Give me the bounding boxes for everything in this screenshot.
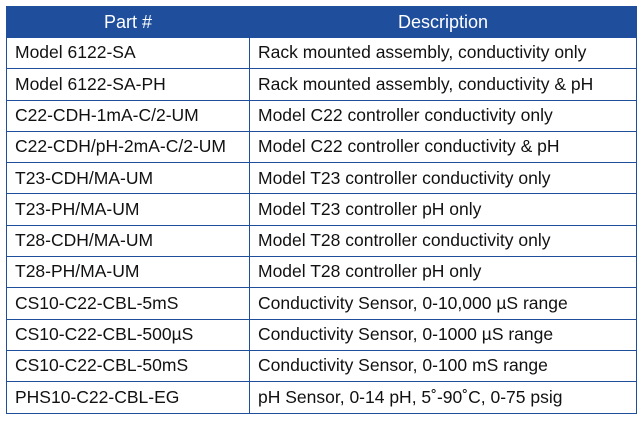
- part-number-cell: CS10-C22-CBL-50mS: [6, 349, 250, 383]
- parts-table-container: Part # Description Model 6122-SA Rack mo…: [6, 6, 637, 414]
- table-row: C22-CDH-1mA-C/2-UM Model C22 controller …: [6, 99, 637, 132]
- part-number-cell: PHS10-C22-CBL-EG: [6, 381, 250, 414]
- description-cell: Rack mounted assembly, conductivity only: [249, 36, 637, 70]
- description-cell: Conductivity Sensor, 0-100 mS range: [249, 349, 637, 383]
- parts-table: Part # Description Model 6122-SA Rack mo…: [6, 6, 637, 414]
- part-number-cell: C22-CDH-1mA-C/2-UM: [6, 99, 250, 132]
- table-row: T23-CDH/MA-UM Model T23 controller condu…: [6, 162, 637, 195]
- part-number-cell: Model 6122-SA-PH: [6, 68, 250, 101]
- part-number-cell: T23-CDH/MA-UM: [6, 162, 250, 195]
- column-header-part-number: Part #: [6, 6, 250, 38]
- column-header-description: Description: [249, 6, 637, 38]
- description-cell: Model T23 controller pH only: [249, 193, 637, 226]
- part-number-cell: T28-PH/MA-UM: [6, 256, 250, 289]
- table-row: CS10-C22-CBL-5mS Conductivity Sensor, 0-…: [6, 287, 637, 320]
- part-number-cell: T23-PH/MA-UM: [6, 193, 250, 226]
- table-row: T28-CDH/MA-UM Model T28 controller condu…: [6, 224, 637, 258]
- description-cell: Model T23 controller conductivity only: [249, 162, 637, 195]
- part-number-cell: CS10-C22-CBL-5mS: [6, 287, 250, 320]
- part-number-cell: Model 6122-SA: [6, 36, 250, 70]
- table-body: Model 6122-SA Rack mounted assembly, con…: [6, 36, 637, 414]
- part-number-cell: CS10-C22-CBL-500µS: [6, 318, 250, 351]
- description-cell: Model C22 controller conductivity only: [249, 99, 637, 132]
- table-header: Part # Description: [6, 6, 637, 38]
- header-row: Part # Description: [6, 6, 637, 38]
- description-cell: Conductivity Sensor, 0-1000 µS range: [249, 318, 637, 351]
- table-row: CS10-C22-CBL-50mS Conductivity Sensor, 0…: [6, 349, 637, 383]
- part-number-cell: T28-CDH/MA-UM: [6, 224, 250, 258]
- table-row: PHS10-C22-CBL-EG pH Sensor, 0-14 pH, 5˚-…: [6, 381, 637, 414]
- table-row: Model 6122-SA Rack mounted assembly, con…: [6, 36, 637, 70]
- table-row: Model 6122-SA-PH Rack mounted assembly, …: [6, 68, 637, 101]
- description-cell: Model T28 controller pH only: [249, 256, 637, 289]
- description-cell: Rack mounted assembly, conductivity & pH: [249, 68, 637, 101]
- description-cell: pH Sensor, 0-14 pH, 5˚-90˚C, 0-75 psig: [249, 381, 637, 414]
- table-row: T28-PH/MA-UM Model T28 controller pH onl…: [6, 256, 637, 289]
- table-row: CS10-C22-CBL-500µS Conductivity Sensor, …: [6, 318, 637, 351]
- table-row: T23-PH/MA-UM Model T23 controller pH onl…: [6, 193, 637, 226]
- description-cell: Model C22 controller conductivity & pH: [249, 130, 637, 164]
- part-number-cell: C22-CDH/pH-2mA-C/2-UM: [6, 130, 250, 164]
- description-cell: Conductivity Sensor, 0-10,000 µS range: [249, 287, 637, 320]
- description-cell: Model T28 controller conductivity only: [249, 224, 637, 258]
- table-row: C22-CDH/pH-2mA-C/2-UM Model C22 controll…: [6, 130, 637, 164]
